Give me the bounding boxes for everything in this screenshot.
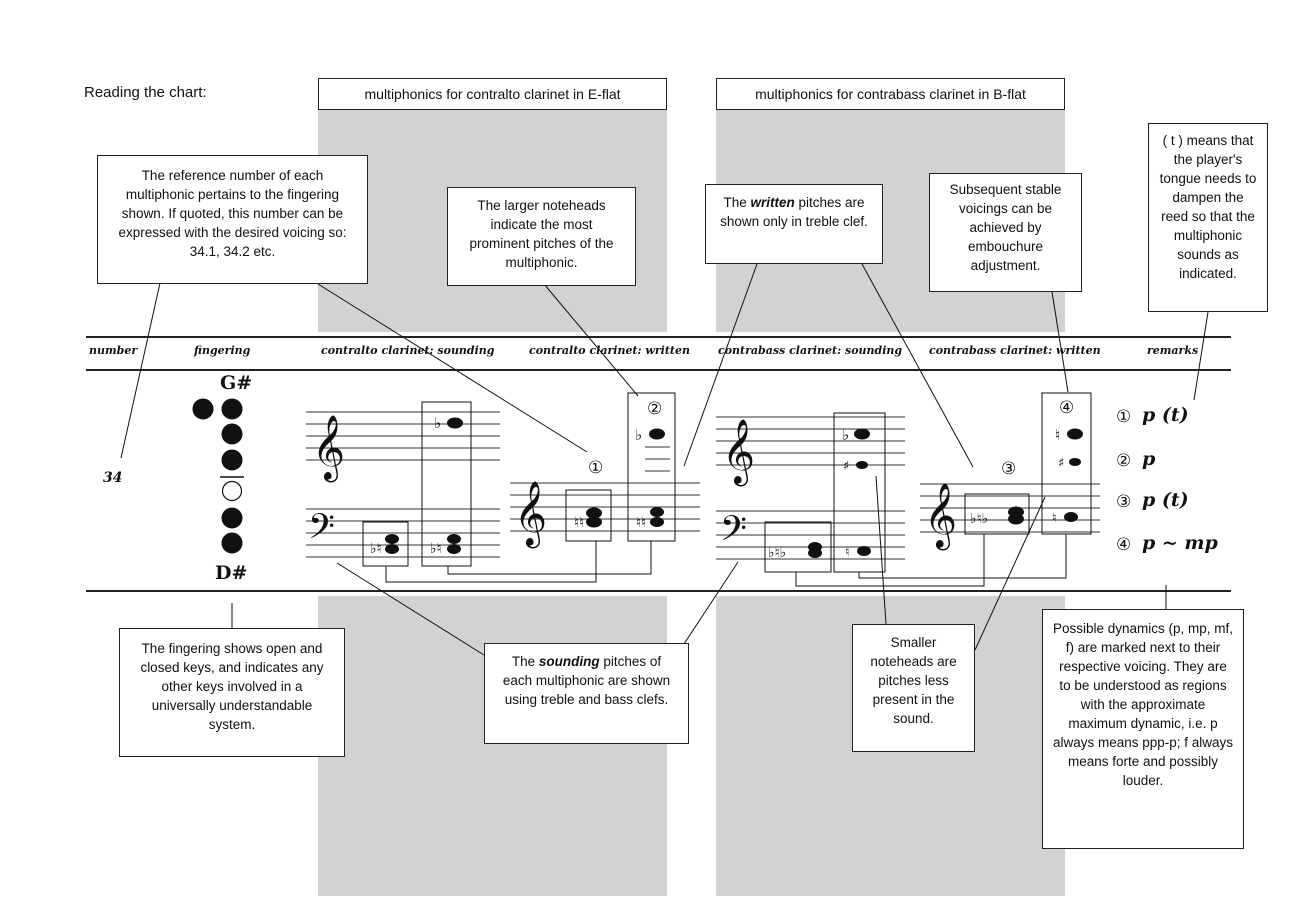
remark-1-dynamic: p (t)	[1142, 404, 1189, 426]
column-header-contrabass-sounding: contrabass clarinet: sounding	[718, 344, 903, 357]
callout-larger-noteheads: The larger noteheads indicate the most p…	[447, 187, 636, 286]
callout-tongue: ( t ) means that the player's tongue nee…	[1148, 123, 1268, 312]
svg-text:𝄞: 𝄞	[722, 419, 755, 486]
svg-text:♮♮: ♮♮	[636, 515, 646, 531]
callout-sounding-post: pitches of each multiphonic are shown us…	[502, 654, 671, 707]
column-header-number: number	[89, 344, 138, 357]
remark-3-marker: ③	[1116, 492, 1132, 511]
svg-text:𝄢: 𝄢	[720, 508, 747, 557]
callout-sounding-pre: The	[511, 654, 539, 669]
svg-text:♭♮: ♭♮	[370, 541, 382, 557]
callout-dynamics: Possible dynamics (p, mp, mf, f) are mar…	[1042, 609, 1244, 849]
remark-3-dynamic: p (t)	[1142, 489, 1189, 511]
key-label-bottom: D#	[215, 562, 248, 584]
header-bottom-rule	[86, 369, 1231, 371]
svg-text:♭: ♭	[635, 426, 642, 444]
svg-text:♯: ♯	[843, 459, 849, 474]
callout-sounding-pitches: The sounding pitches of each multiphonic…	[484, 643, 689, 744]
marker-1-contralto: ①	[588, 458, 604, 477]
svg-text:♭♮: ♭♮	[430, 541, 442, 557]
callout-fingering: The fingering shows open and closed keys…	[119, 628, 345, 757]
callout-smaller-noteheads: Smaller noteheads are pitches less prese…	[852, 624, 975, 752]
marker-4-contrabass: ④	[1059, 398, 1075, 417]
svg-text:♭: ♭	[434, 414, 441, 432]
marker-2-contralto: ②	[647, 399, 663, 418]
svg-text:♭: ♭	[842, 426, 849, 444]
svg-text:𝄢: 𝄢	[308, 506, 335, 555]
callout-subsequent-voicings: Subsequent stable voicings can be achiev…	[929, 173, 1082, 292]
svg-text:𝄞: 𝄞	[924, 483, 957, 550]
column-header-contralto-sounding: contralto clarinet: sounding	[321, 344, 495, 357]
contralto-panel-title: multiphonics for contralto clarinet in E…	[318, 78, 667, 110]
fingering-diagram	[192, 398, 244, 554]
callout-reference-number: The reference number of each multiphonic…	[97, 155, 368, 284]
svg-text:♯: ♯	[1058, 456, 1064, 471]
remark-4-dynamic: p ~ mp	[1142, 532, 1218, 554]
callout-sounding-emphasis: sounding	[538, 654, 600, 669]
svg-text:♮: ♮	[845, 545, 850, 560]
callout-written-pre: The	[723, 195, 751, 210]
callout-written-pitches: The written pitches are shown only in tr…	[705, 184, 883, 264]
svg-text:♮: ♮	[1055, 426, 1060, 444]
svg-text:♮♮: ♮♮	[574, 515, 584, 531]
svg-text:♭♮♭: ♭♮♭	[768, 545, 786, 561]
header-top-rule	[86, 336, 1231, 338]
column-header-contrabass-written: contrabass clarinet: written	[929, 344, 1101, 357]
contrabass-panel-title: multiphonics for contrabass clarinet in …	[716, 78, 1065, 110]
key-label-top: G#	[220, 372, 253, 394]
remark-1-marker: ①	[1116, 407, 1132, 426]
column-header-fingering: fingering	[194, 344, 251, 357]
multiphonic-number: 34	[103, 470, 123, 486]
remark-2-dynamic: p	[1142, 448, 1156, 470]
callout-written-post: pitches are shown only in treble clef.	[720, 195, 868, 229]
remark-4-marker: ④	[1116, 535, 1132, 554]
column-header-remarks: remarks	[1147, 344, 1199, 357]
row-bottom-rule	[86, 590, 1231, 592]
remark-2-marker: ②	[1116, 451, 1132, 470]
column-header-contralto-written: contralto clarinet: written	[529, 344, 691, 357]
svg-text:♮: ♮	[1052, 511, 1057, 526]
chart-heading: Reading the chart:	[84, 84, 207, 101]
svg-text:𝄞: 𝄞	[514, 481, 547, 548]
callout-written-emphasis: written	[750, 195, 795, 210]
svg-text:♭♮♭: ♭♮♭	[970, 511, 988, 527]
svg-text:𝄞: 𝄞	[312, 415, 345, 482]
marker-3-contrabass: ③	[1001, 459, 1017, 478]
